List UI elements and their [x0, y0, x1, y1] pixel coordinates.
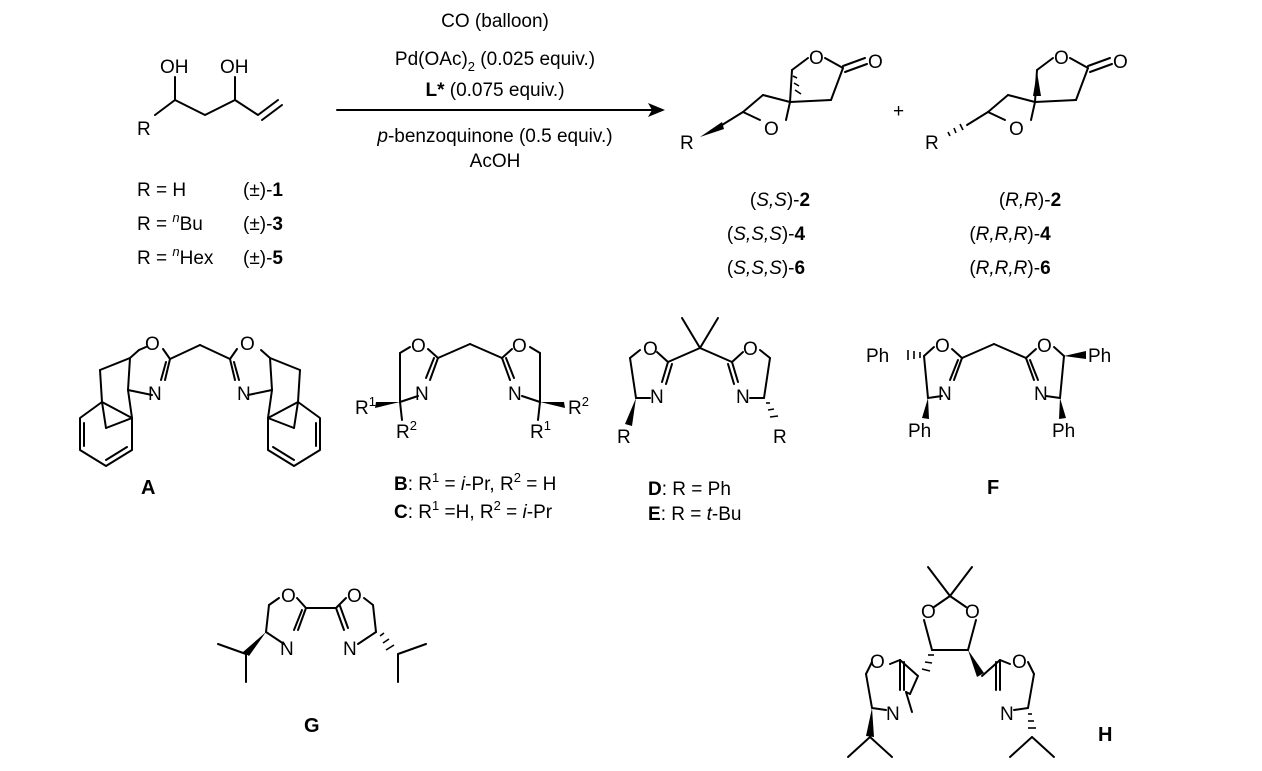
- condition-ligand: L* (0.075 equiv.): [425, 80, 564, 101]
- reactant-labels: R = H (±)-1 R = nBu (±)-3 R = nHex (±)-5: [137, 180, 283, 269]
- ligand-g-n1: N: [280, 639, 294, 660]
- atom-oh-2: OH: [220, 57, 249, 78]
- ligand-g: O N O N G: [217, 586, 427, 737]
- condition-pd: Pd(OAc)2 (0.025 equiv.): [395, 49, 595, 74]
- ligand-d-e: O N O N R R D: R = Ph E: R = t-Bu: [617, 317, 787, 525]
- ligand-a: O N O N A: [79, 334, 321, 499]
- ligand-g-n2: N: [343, 639, 357, 660]
- ligand-d-n2: N: [736, 387, 750, 408]
- ligand-d-n1: N: [650, 387, 664, 408]
- ligand-b-o2: O: [512, 336, 527, 357]
- label-sss-6: (S,S,S)-6: [727, 258, 805, 279]
- reactant-row-5: R = nHex: [137, 244, 214, 269]
- ligand-f-n2: N: [1034, 384, 1048, 405]
- product-left-r: R: [680, 133, 694, 154]
- atom-oh-1: OH: [160, 57, 189, 78]
- ligand-a-o1: O: [145, 334, 160, 355]
- reactant-row-3: R = nBu: [137, 210, 203, 235]
- ligand-h-o-ketal-1: O: [921, 602, 936, 623]
- product-right-o-ring: O: [1009, 119, 1024, 140]
- ligand-f-label: F: [987, 477, 999, 499]
- ligand-e-label: E: R = t-Bu: [648, 504, 741, 525]
- reactant-tag-5: (±)-5: [243, 248, 283, 269]
- condition-co: CO (balloon): [441, 11, 549, 32]
- ligand-f-ph-1: Ph: [866, 346, 889, 367]
- ligand-d-o2: O: [743, 339, 758, 360]
- ligand-b-n2: N: [508, 384, 522, 405]
- ligand-d-r-right: R: [773, 427, 787, 448]
- reactant-tag-1: (±)-1: [243, 180, 283, 201]
- reaction-arrow: [336, 103, 665, 117]
- ligand-h-label: H: [1098, 724, 1112, 746]
- product-left: R O O O: [680, 48, 883, 154]
- reaction-conditions: CO (balloon) Pd(OAc)2 (0.025 equiv.) L* …: [376, 11, 612, 172]
- ligand-h-o-ketal-2: O: [965, 602, 980, 623]
- product-right-r: R: [925, 133, 939, 154]
- product-left-o-ring: O: [764, 119, 779, 140]
- reactant-diol: OH OH R: [137, 57, 283, 140]
- ligand-b-r1-right: R1: [530, 418, 551, 443]
- ligand-b-r2-right: R2: [568, 394, 589, 419]
- ligand-b-o1: O: [411, 336, 426, 357]
- ligand-a-n1: N: [148, 384, 162, 405]
- ligand-d-r-left: R: [617, 427, 631, 448]
- ligand-d-label: D: R = Ph: [648, 479, 731, 500]
- ligand-g-o2: O: [347, 586, 362, 607]
- ligand-f-ph-4: Ph: [1052, 421, 1075, 442]
- ligand-b-r2-left: R2: [396, 418, 417, 443]
- product-left-o-lactone: O: [809, 48, 824, 69]
- ligand-h: O O O N O N H: [847, 566, 1112, 758]
- product-right-labels: (R,R)-2 (R,R,R)-4 (R,R,R)-6: [969, 190, 1061, 279]
- ligand-f-ph-2: Ph: [908, 421, 931, 442]
- product-left-o-carbonyl: O: [868, 52, 883, 73]
- ligand-h-o2: O: [1012, 652, 1027, 673]
- product-right: R O O O: [925, 48, 1128, 154]
- product-left-labels: (S,S)-2 (S,S,S)-4 (S,S,S)-6: [727, 190, 810, 279]
- label-sss-4: (S,S,S)-4: [727, 224, 806, 245]
- plus-sign: +: [893, 101, 904, 122]
- reactant-tag-3: (±)-3: [243, 214, 283, 235]
- ligand-h-n2: N: [1000, 704, 1014, 725]
- condition-bq: p-benzoquinone (0.5 equiv.): [376, 126, 612, 147]
- label-rrr-4: (R,R,R)-4: [969, 224, 1051, 245]
- ligand-b-label: B: R1 = i-Pr, R2 = H: [394, 470, 556, 495]
- ligand-d-o1: O: [643, 339, 658, 360]
- ligand-b-r1-left: R1: [355, 394, 376, 419]
- ligand-c-label: C: R1 =H, R2 = i-Pr: [394, 498, 553, 523]
- condition-acoh: AcOH: [470, 151, 521, 172]
- ligand-a-n2: N: [237, 384, 251, 405]
- ligand-f: Ph Ph Ph Ph O N O N F: [866, 336, 1111, 499]
- ligand-h-o1: O: [870, 652, 885, 673]
- ligand-a-o2: O: [240, 334, 255, 355]
- reactant-row-1: R = H: [137, 180, 186, 201]
- atom-r: R: [137, 119, 151, 140]
- ligand-g-o1: O: [281, 586, 296, 607]
- label-ss-2: (S,S)-2: [750, 190, 810, 211]
- ligand-b-n1: N: [415, 384, 429, 405]
- ligand-b-c: O N O N R1 R2 R2 R1 B: R1 = i-Pr, R2 = H…: [355, 336, 589, 523]
- label-rr-2: (R,R)-2: [999, 190, 1061, 211]
- ligand-f-ph-3: Ph: [1088, 346, 1111, 367]
- ligand-f-n1: N: [938, 384, 952, 405]
- ligand-f-o1: O: [935, 336, 950, 357]
- ligand-a-label: A: [141, 477, 155, 499]
- ligand-g-label: G: [304, 715, 320, 737]
- label-rrr-6: (R,R,R)-6: [969, 258, 1050, 279]
- ligand-h-n1: N: [886, 704, 900, 725]
- product-right-o-carbonyl: O: [1113, 52, 1128, 73]
- product-right-o-lactone: O: [1054, 48, 1069, 69]
- ligand-f-o2: O: [1037, 336, 1052, 357]
